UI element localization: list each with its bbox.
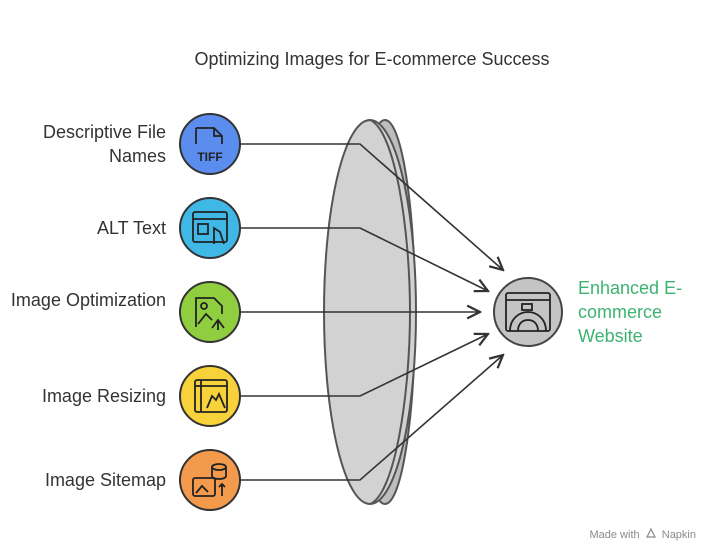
browser-image-icon bbox=[192, 211, 228, 245]
node-image-optimization bbox=[179, 281, 241, 343]
tiff-file-icon bbox=[195, 127, 223, 144]
resize-ruler-icon bbox=[194, 379, 228, 413]
napkin-brand: Napkin bbox=[661, 529, 696, 541]
label-image-sitemap: Image Sitemap bbox=[44, 470, 166, 490]
arrow-file-names bbox=[241, 143, 503, 270]
node-descriptive-file-names: TIFF bbox=[179, 113, 241, 175]
diagram-title: Optimizing Images for E-commerce Success bbox=[194, 49, 550, 69]
label-enhanced-website: Enhanced E-commerce Website bbox=[578, 278, 683, 346]
image-database-icon bbox=[192, 463, 227, 497]
label-descriptive-file-names: Descriptive File Names bbox=[42, 122, 166, 166]
napkin-logo-icon bbox=[645, 528, 656, 538]
node-image-sitemap bbox=[179, 449, 241, 511]
node-enhanced-website bbox=[493, 277, 563, 347]
website-window-icon bbox=[505, 292, 551, 332]
arrow-alt-text bbox=[241, 227, 488, 291]
arrow-resizing bbox=[241, 334, 488, 397]
made-with-text: Made with bbox=[589, 529, 640, 541]
tiff-text: TIFF bbox=[197, 150, 222, 164]
node-image-resizing bbox=[179, 365, 241, 427]
label-image-resizing: Image Resizing bbox=[41, 386, 166, 406]
label-image-optimization: Image Optimization bbox=[10, 290, 166, 310]
made-with-footer[interactable]: Made with Napkin bbox=[589, 528, 696, 541]
image-upload-icon bbox=[195, 297, 225, 330]
flow-arrows bbox=[241, 143, 503, 481]
arrow-sitemap bbox=[241, 355, 503, 481]
label-alt-text: ALT Text bbox=[96, 218, 166, 238]
node-alt-text bbox=[179, 197, 241, 259]
